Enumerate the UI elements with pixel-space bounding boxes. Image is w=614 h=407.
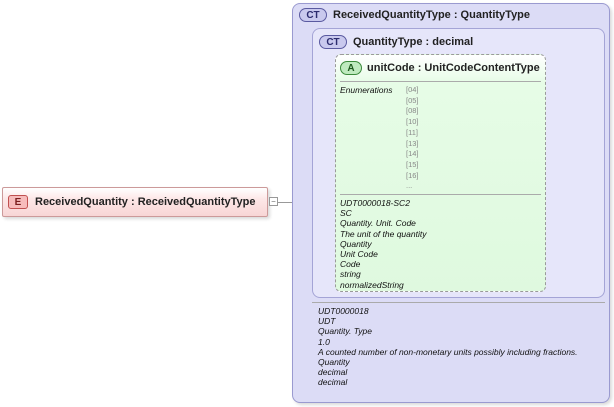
divider	[312, 302, 605, 303]
doc-line: Quantity. Type	[318, 326, 373, 337]
doc-line: Quantity	[340, 238, 372, 249]
attribute-documentation: UDT0000018-SC2 SC Quantity. Unit. Code T…	[340, 198, 426, 290]
enumeration-item: [04]	[406, 85, 419, 94]
complex-type-title: QuantityType : decimal	[353, 36, 474, 48]
enumeration-item: [14]	[406, 149, 419, 159]
attribute-badge-icon: A	[340, 61, 362, 75]
complex-type-header: CT ReceivedQuantityType : QuantityType	[299, 8, 530, 22]
doc-line: decimal	[318, 367, 348, 378]
doc-line: decimal	[318, 377, 348, 388]
doc-line: Quantity	[318, 357, 350, 368]
complex-type-badge-icon: CT	[299, 8, 327, 22]
complex-type-header: CT QuantityType : decimal	[319, 35, 473, 49]
doc-line: UDT	[318, 316, 336, 327]
doc-line: normalizedString	[340, 279, 404, 290]
enumeration-item: ...	[406, 181, 413, 191]
collapse-toggle-icon[interactable]: −	[269, 197, 278, 206]
doc-line: A counted number of non-monetary units p…	[318, 346, 578, 357]
enumeration-item: [10]	[406, 117, 419, 127]
divider	[340, 194, 541, 195]
complex-type-received-quantity-type: CT ReceivedQuantityType : QuantityType C…	[292, 3, 610, 403]
doc-line: Unit Code	[340, 249, 378, 260]
element-badge-icon: E	[8, 195, 28, 209]
doc-line: UDT0000018-SC2	[340, 198, 410, 208]
connector-line	[278, 202, 292, 203]
doc-line: string	[340, 269, 361, 280]
attribute-title: unitCode : UnitCodeContentType	[367, 62, 540, 74]
divider	[340, 81, 541, 82]
enumeration-item: [11]	[406, 127, 418, 137]
doc-line: The unit of the quantity	[340, 228, 427, 239]
doc-line: Quantity. Unit. Code	[340, 218, 416, 229]
enumeration-item: [05]	[406, 95, 419, 105]
enumeration-item: [13]	[406, 138, 419, 148]
doc-line: Code	[340, 259, 361, 270]
complex-type-quantity-type: CT QuantityType : decimal A unitCode : U…	[312, 28, 605, 298]
enumeration-list: [04] [05] [08] [10] [11] [13] [14] [15] …	[406, 85, 419, 192]
complex-type-documentation: UDT0000018 UDT Quantity. Type 1.0 A coun…	[318, 306, 578, 388]
enumeration-item: [15]	[406, 159, 419, 169]
doc-line: UDT0000018	[318, 306, 369, 316]
enumeration-item: [16]	[406, 170, 419, 180]
attribute-header: A unitCode : UnitCodeContentType	[340, 61, 540, 75]
element-node-received-quantity[interactable]: E ReceivedQuantity : ReceivedQuantityTyp…	[2, 187, 268, 217]
doc-line: 1.0	[318, 336, 330, 347]
complex-type-badge-icon: CT	[319, 35, 347, 49]
enumerations-label: Enumerations	[340, 85, 393, 95]
enumeration-item: [08]	[406, 106, 419, 116]
doc-line: SC	[340, 208, 352, 219]
element-label: ReceivedQuantity : ReceivedQuantityType	[35, 196, 256, 208]
attribute-node-unit-code[interactable]: A unitCode : UnitCodeContentType Enumera…	[335, 54, 546, 292]
complex-type-title: ReceivedQuantityType : QuantityType	[333, 9, 531, 21]
